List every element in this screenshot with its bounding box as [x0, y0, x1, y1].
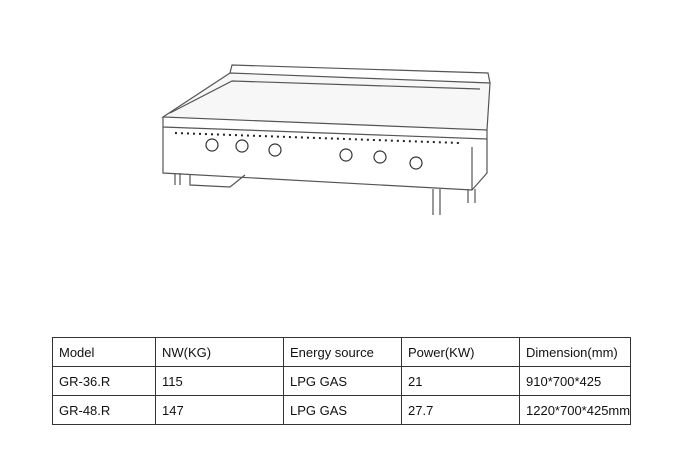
- cell-nw: 115: [155, 366, 284, 396]
- cell-power: 27.7: [401, 395, 520, 425]
- cell-nw: 147: [155, 395, 284, 425]
- header-dimension: Dimension(mm): [518, 337, 632, 367]
- cell-model: GR-48.R: [52, 395, 156, 425]
- cell-energy: LPG GAS: [283, 366, 402, 396]
- header-power: Power(KW): [401, 337, 520, 367]
- spec-table: Model NW(KG) Energy source Power(KW) Dim…: [52, 337, 632, 425]
- cell-model: GR-36.R: [52, 366, 156, 396]
- cell-dimension: 910*700*425: [518, 366, 632, 396]
- griddle-sketch-image: [161, 64, 491, 215]
- cell-dimension: 1220*700*425mm: [518, 395, 632, 425]
- cell-energy: LPG GAS: [283, 395, 402, 425]
- header-model: Model: [52, 337, 156, 367]
- header-energy: Energy source: [283, 337, 402, 367]
- cell-power: 21: [401, 366, 520, 396]
- header-nw: NW(KG): [155, 337, 284, 367]
- table-row: GR-36.R 115 LPG GAS 21 910*700*425: [52, 366, 632, 396]
- table-header-row: Model NW(KG) Energy source Power(KW) Dim…: [52, 337, 632, 367]
- table-row: GR-48.R 147 LPG GAS 27.7 1220*700*425mm: [52, 395, 632, 425]
